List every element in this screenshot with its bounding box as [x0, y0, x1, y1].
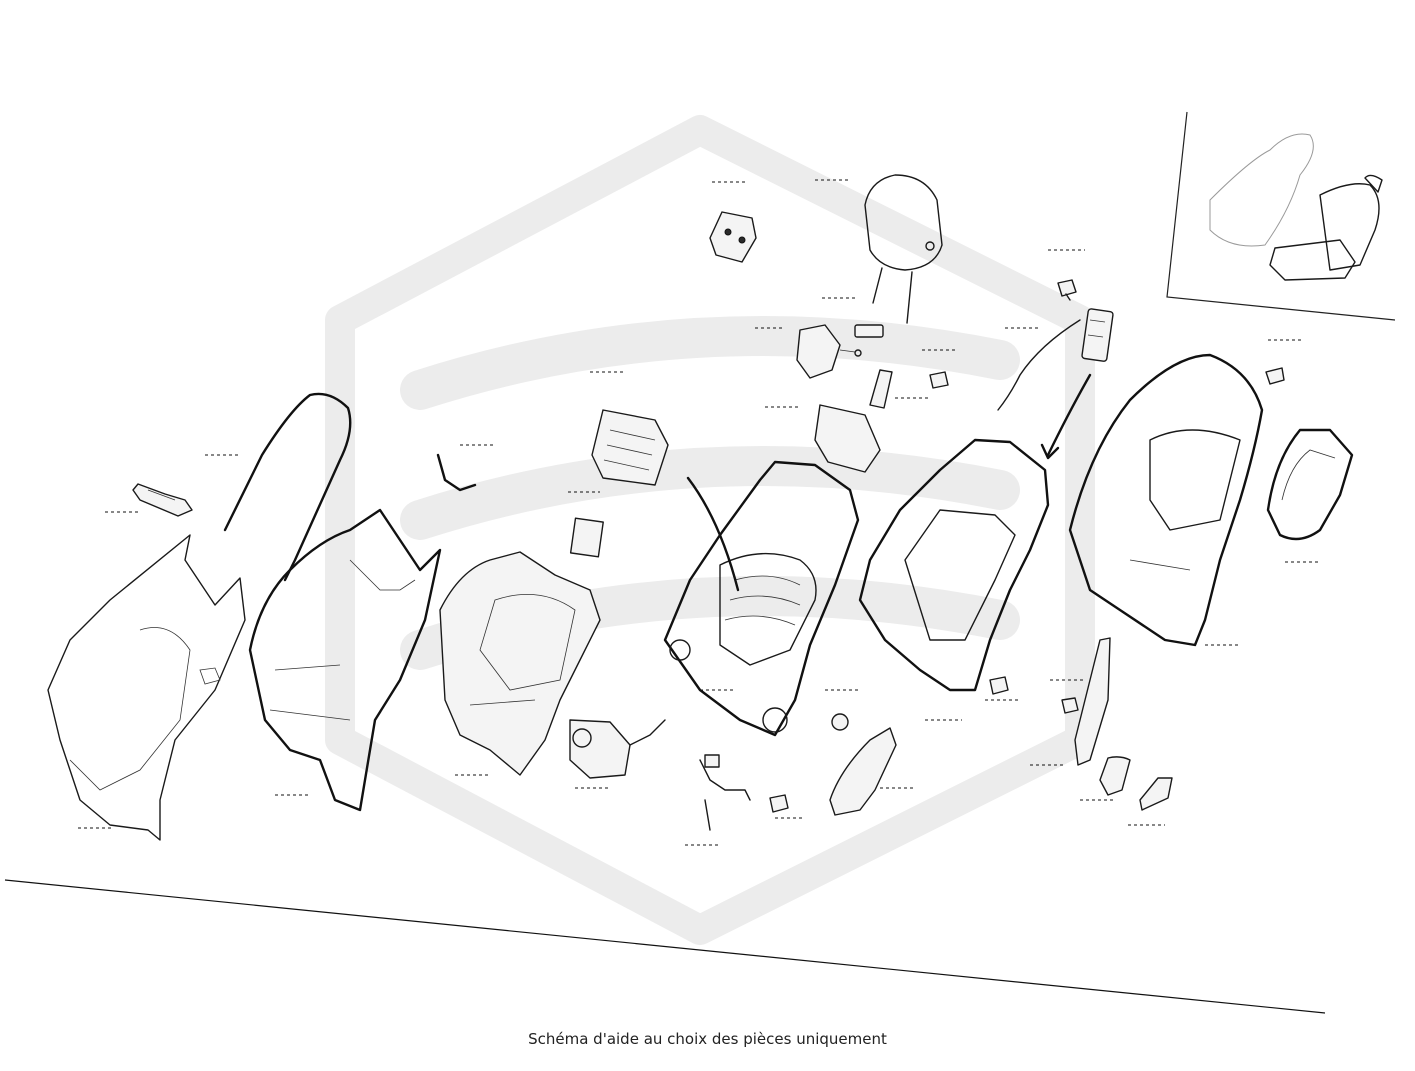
diagram-caption: Schéma d'aide au choix des pièces unique… — [528, 1030, 887, 1048]
pointer-arrow-right — [1046, 373, 1092, 457]
top-bracket — [709, 211, 757, 263]
side-trim-strip — [223, 392, 352, 582]
screw-right — [1265, 367, 1285, 385]
seat-frame — [663, 460, 860, 737]
connector-block — [854, 324, 884, 338]
foam-pad — [569, 517, 604, 558]
back-frame — [858, 438, 1050, 692]
screw-top — [1057, 279, 1077, 301]
recliner-motor — [569, 719, 666, 779]
small-clip — [929, 371, 949, 389]
pointer-arrow-left — [686, 476, 740, 592]
side-shield-strip — [1074, 637, 1111, 766]
screw-mid — [989, 676, 1009, 695]
control-module — [591, 409, 669, 486]
release-switch — [1099, 756, 1131, 796]
lower-trim-panel — [829, 727, 897, 816]
seat-back-cushion — [248, 508, 442, 812]
recline-handle — [132, 483, 193, 517]
inset-seat-thumbnail — [1166, 111, 1396, 321]
headrest — [864, 174, 943, 324]
backrest-shell — [1068, 353, 1264, 647]
gear-cylinder — [869, 369, 893, 409]
control-cable — [997, 308, 1114, 411]
wire-clip — [436, 453, 477, 492]
seat-cover-panel — [47, 534, 246, 841]
trim-bezel — [1139, 777, 1173, 811]
screw-low — [1061, 697, 1079, 714]
map-pocket — [1266, 428, 1354, 541]
arrow-head — [1040, 443, 1060, 460]
watermark-logo — [325, 115, 1095, 945]
ground-line — [4, 879, 1326, 1014]
backing-board — [439, 551, 601, 776]
pocket-cover — [814, 404, 881, 473]
callout-markers — [78, 179, 1320, 846]
screw-bottom — [769, 794, 789, 813]
wiring-harness — [699, 754, 751, 831]
grommet — [831, 713, 849, 731]
lumbar-motor — [796, 324, 862, 379]
